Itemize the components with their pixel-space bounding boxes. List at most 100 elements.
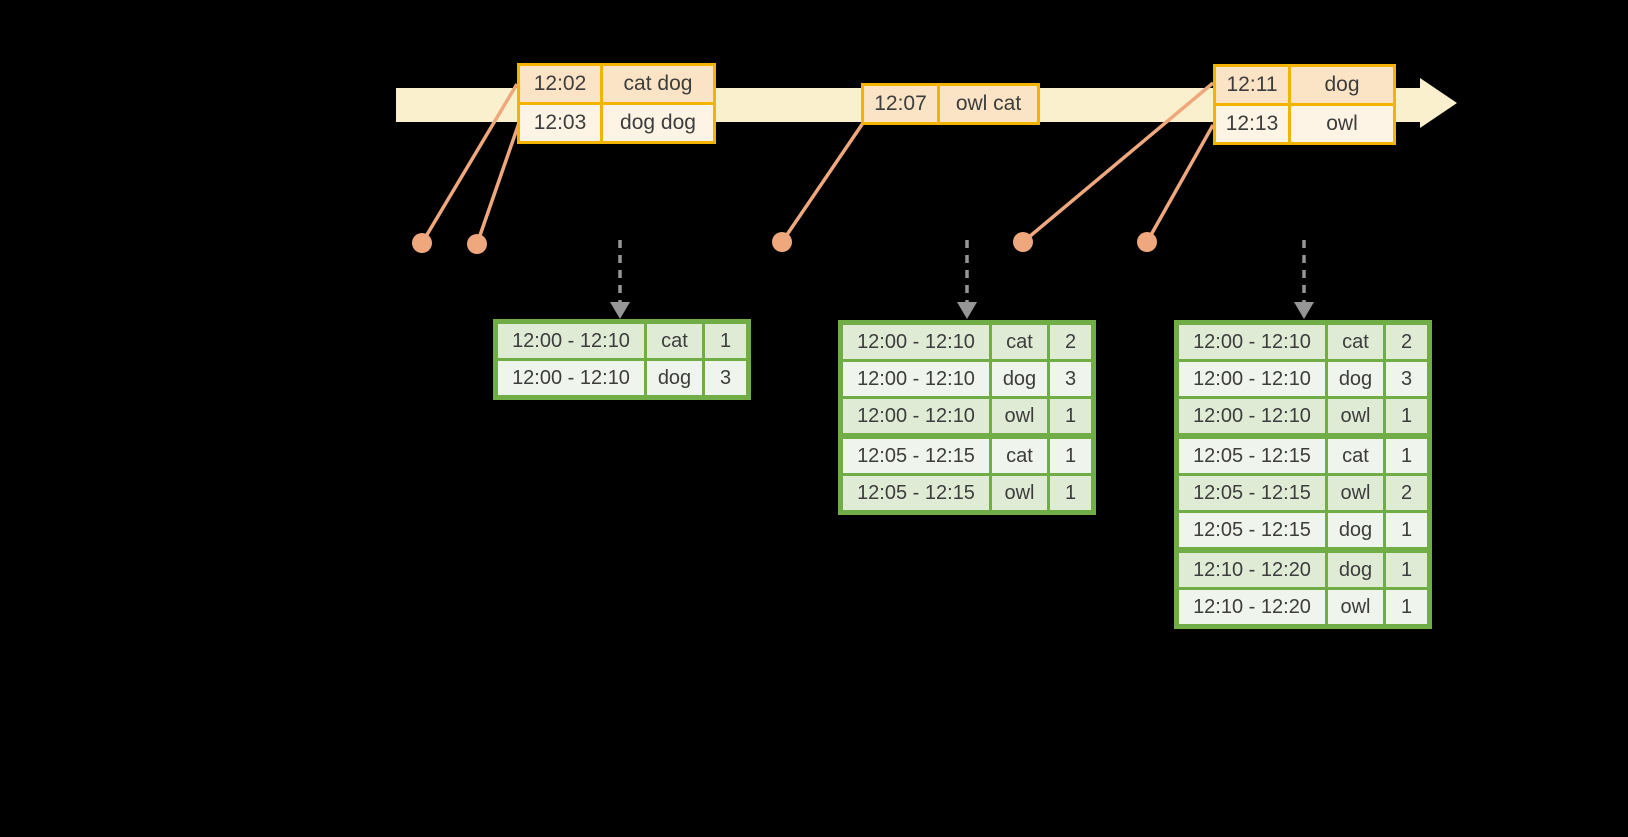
event-dot-5 — [1137, 232, 1157, 252]
result-count-cell: 2 — [1386, 476, 1427, 510]
result-word-cell: dog — [992, 362, 1047, 396]
connector-line-1 — [420, 83, 519, 244]
event-time-cell: 12:13 — [1216, 106, 1288, 142]
result-word-cell: owl — [1328, 476, 1383, 510]
trigger-arrow-1 — [610, 240, 630, 319]
event-words-cell: owl — [1291, 106, 1393, 142]
result-window-cell: 12:00 - 12:10 — [498, 361, 644, 395]
result-count-cell: 2 — [1386, 325, 1427, 359]
connector-line-3 — [780, 122, 865, 243]
result-window-cell: 12:00 - 12:10 — [1179, 362, 1325, 396]
result-word-cell: cat — [992, 325, 1047, 359]
result-count-cell: 3 — [1050, 362, 1091, 396]
event-words-cell: dog dog — [603, 105, 713, 141]
result-window-cell: 12:05 - 12:15 — [1179, 476, 1325, 510]
event-time-cell: 12:07 — [864, 86, 937, 122]
result-count-cell: 1 — [1386, 439, 1427, 473]
event-words-cell: owl cat — [940, 86, 1037, 122]
result-count-cell: 1 — [1386, 590, 1427, 624]
timeline-arrowhead-icon — [1420, 78, 1457, 128]
result-word-cell: owl — [992, 476, 1047, 510]
event-dot-4 — [1013, 232, 1033, 252]
arrow-down-icon — [1294, 302, 1314, 319]
result-window-cell: 12:05 - 12:15 — [843, 476, 989, 510]
result-window-cell: 12:00 - 12:10 — [1179, 325, 1325, 359]
event-words-cell: dog — [1291, 67, 1393, 103]
result-word-cell: owl — [1328, 590, 1383, 624]
result-window-cell: 12:05 - 12:15 — [1179, 513, 1325, 547]
result-window-cell: 12:00 - 12:10 — [1179, 399, 1325, 433]
result-window-cell: 12:10 - 12:20 — [1179, 553, 1325, 587]
event-time-cell: 12:03 — [520, 105, 600, 141]
result-count-cell: 3 — [705, 361, 746, 395]
result-count-cell: 1 — [1050, 476, 1091, 510]
result-window-cell: 12:05 - 12:15 — [843, 439, 989, 473]
event-time-cell: 12:02 — [520, 66, 600, 102]
result-window-cell: 12:05 - 12:15 — [1179, 439, 1325, 473]
event-words-cell: cat dog — [603, 66, 713, 102]
result-count-cell: 1 — [1386, 513, 1427, 547]
result-word-cell: cat — [992, 439, 1047, 473]
result-word-cell: cat — [1328, 325, 1383, 359]
result-count-cell: 1 — [1386, 553, 1427, 587]
result-count-cell: 1 — [1050, 399, 1091, 433]
result-window-cell: 12:00 - 12:10 — [498, 324, 644, 358]
connector-line-2 — [475, 122, 521, 245]
result-word-cell: dog — [1328, 513, 1383, 547]
result-window-cell: 12:00 - 12:10 — [843, 399, 989, 433]
result-window-cell: 12:10 - 12:20 — [1179, 590, 1325, 624]
result-count-cell: 2 — [1050, 325, 1091, 359]
arrow-down-icon — [610, 302, 630, 319]
result-word-cell: dog — [1328, 362, 1383, 396]
connector-line-5 — [1145, 124, 1215, 243]
result-word-cell: cat — [647, 324, 702, 358]
event-dot-1 — [412, 233, 432, 253]
result-count-cell: 1 — [705, 324, 746, 358]
result-count-cell: 1 — [1386, 399, 1427, 433]
result-window-cell: 12:00 - 12:10 — [843, 325, 989, 359]
result-word-cell: owl — [992, 399, 1047, 433]
result-count-cell: 3 — [1386, 362, 1427, 396]
result-word-cell: dog — [1328, 553, 1383, 587]
result-count-cell: 1 — [1050, 439, 1091, 473]
trigger-arrow-2 — [957, 240, 977, 319]
result-word-cell: dog — [647, 361, 702, 395]
result-word-cell: owl — [1328, 399, 1383, 433]
event-dot-2 — [467, 234, 487, 254]
result-word-cell: cat — [1328, 439, 1383, 473]
event-dot-3 — [772, 232, 792, 252]
